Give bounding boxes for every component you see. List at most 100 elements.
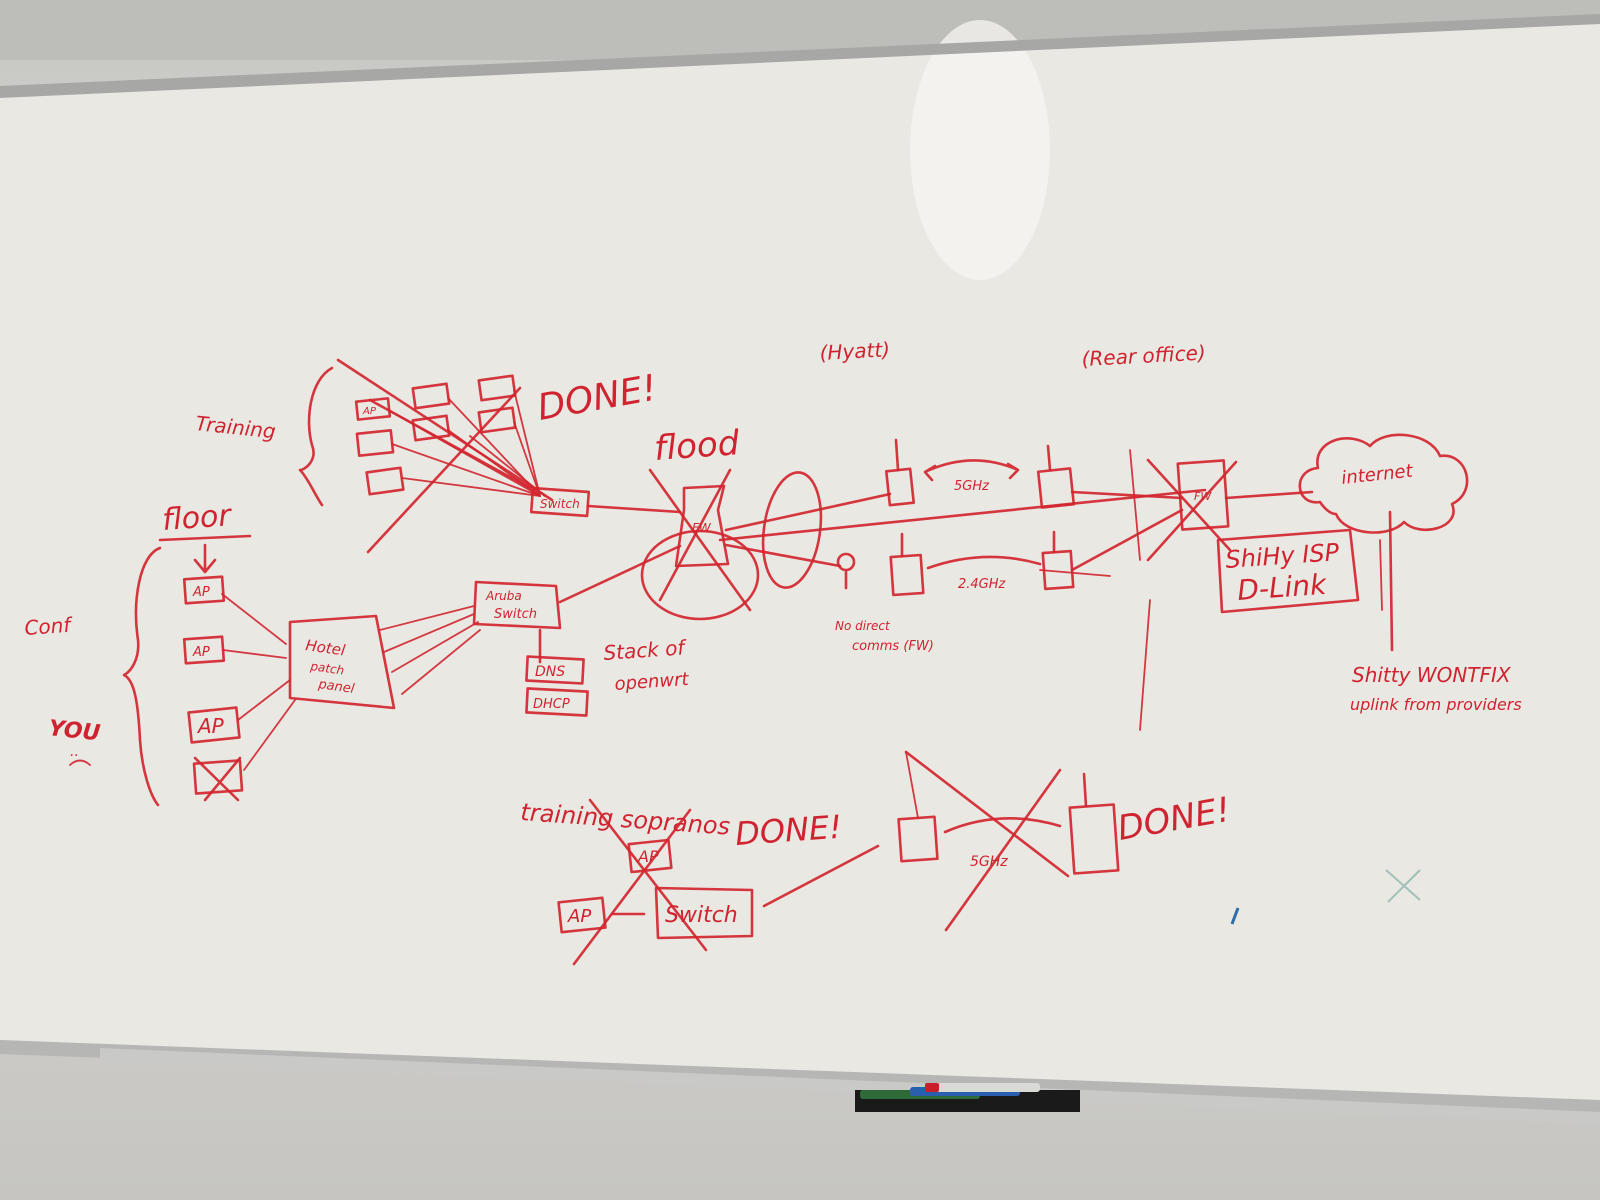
training-cross-3 [368,398,532,490]
firewall-to-hyatt-24ghz [724,543,842,568]
markers [855,1083,1080,1112]
label-floor: floor [161,498,233,538]
red-marker [930,1083,1040,1092]
sad-face-mouth [69,759,91,766]
firewall-box [674,484,730,568]
internet-cloud [1298,433,1469,534]
hyatt-radio-5ghz-antenna [894,438,900,472]
sad-face-eyes: .. [70,744,79,760]
firewall-cross-1 [648,468,752,612]
training-ap-2 [411,382,451,410]
stray-green-mark [1385,869,1421,903]
link-switch-firewall [586,504,682,514]
floor-aps: AP AP AP [182,575,244,802]
dhcp-label: DHCP [533,697,570,712]
floor-underline [158,534,252,542]
floor-ap-4-cross [193,756,242,802]
rear-24ghz-to-fw [1070,508,1184,572]
label-5ghz-top: 5GHz [954,479,990,494]
aruba-to-firewall [558,544,682,604]
marker-tray [100,1048,1600,1124]
rear-firewall-cross-1 [1146,458,1232,552]
isp-side-line [1379,539,1383,611]
wireless-24ghz-arrow [926,555,1042,570]
patch-label-3: panel [316,677,355,697]
hotel-patch-panel [288,614,396,710]
patch-label-2: patch [309,659,345,678]
isp-label-2: D-Link [1236,568,1329,607]
red-marker-cap [925,1083,939,1092]
bottom-cross-1 [588,798,708,952]
firewall-to-isp-cross [718,488,1207,542]
floor-links [221,593,296,771]
label-hyatt: (Hyatt) [819,337,891,365]
aruba-label-1: Aruba [485,589,522,603]
rear-24ghz-extend [1039,569,1111,577]
hyatt-radio-24ghz [889,553,925,597]
floor-ap-3 [187,706,241,744]
dns-box [525,655,585,685]
floor-ap-1-label: AP [192,585,210,600]
label-24ghz: 2.4GHz [958,577,1007,592]
no-direct-label-2: comms (FW) [852,639,934,654]
training-cross-1 [336,358,554,502]
stack-label-2: openwrt [614,669,690,695]
bottom-cross-3 [904,750,1070,878]
training-ap-6 [477,406,517,434]
rear-5ghz-to-fw [1070,490,1184,500]
bottom-ap-1 [627,838,673,874]
stack-label-1: Stack of [603,635,688,665]
training-bracket [298,366,334,507]
floor-ap-2-label: AP [192,645,210,660]
hyatt-node [836,552,856,572]
training-ap-4 [355,428,395,458]
training-ap-boxes: AP [354,374,517,496]
floor-ap-4-crossed [192,759,244,795]
floor-ap-2 [182,635,226,665]
isp-box [1216,528,1360,614]
firewall-to-hyatt-5ghz [724,492,892,532]
label-conf: Conf [24,613,74,640]
training-ap-3 [477,374,517,402]
training-ap-1-label: AP [362,406,377,417]
bottom-radio-left [897,815,939,863]
flood-circle [640,529,760,621]
wontfix-label-2: uplink from providers [1350,695,1522,714]
stray-blue-mark [1230,907,1240,925]
vlan-ellipse [761,471,823,589]
wireless-5ghz-arrow [923,459,1020,482]
rear-firewall-smear [1129,449,1151,731]
label-done-mid: DONE! [734,808,843,853]
whiteboard-surface [0,20,1600,1110]
aruba-label-2: Switch [494,607,537,622]
firewall-cross-2 [658,468,732,602]
rear-firewall-cross-2 [1146,460,1238,562]
rear-radio-5ghz-antenna [1046,444,1052,472]
bottom-wireless-arrow [943,817,1062,834]
patch-label-1: Hotel [304,636,347,659]
no-direct-label-1: No direct [835,619,891,633]
fw-to-internet [1224,490,1314,500]
light-glare [910,20,1050,280]
bottom-switch-label: Switch [665,903,738,928]
bottom-ap-2-label: AP [567,906,591,927]
bottom-radio-right [1068,803,1120,875]
training-ap-5 [411,414,451,442]
bottom-switch-box [654,886,754,940]
bottom-cross-5 [905,751,919,819]
dns-label: DNS [535,664,565,680]
rear-radio-5ghz [1036,467,1076,509]
aruba-switch [472,580,562,630]
bottom-cross-4 [944,768,1062,932]
bottom-ap-1-label: AP [637,847,659,866]
bottom-cross-2 [572,808,692,966]
bottom-radio-right-antenna [1082,772,1088,808]
floor-ap-1 [182,575,226,605]
floor-ap-3-label: AP [196,714,225,738]
training-switch-label: Switch [540,497,580,511]
label-flood: flood [653,423,741,469]
training-switch-box [529,486,591,518]
floor-arrow [193,543,217,574]
bottom-switch-to-radio [762,844,880,908]
